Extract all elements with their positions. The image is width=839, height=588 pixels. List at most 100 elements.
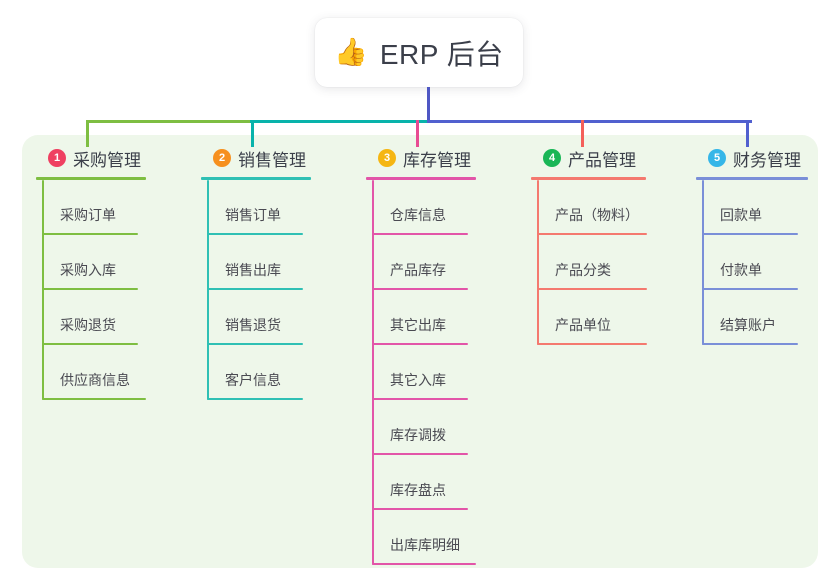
leaf-rule bbox=[42, 343, 138, 345]
leaf-label: 付款单 bbox=[720, 262, 762, 278]
branch-badge-4: 4 bbox=[543, 149, 561, 167]
branch-label-3: 库存管理 bbox=[403, 150, 471, 170]
leaf-item[interactable]: 客户信息 bbox=[207, 345, 361, 400]
branch-drop-3 bbox=[416, 120, 419, 147]
leaf-item[interactable]: 供应商信息 bbox=[42, 345, 196, 400]
leaf-item[interactable]: 其它入库 bbox=[372, 345, 526, 400]
leaf-rule bbox=[537, 233, 647, 235]
branch-column-4: 4 产品管理产品（物料） 产品分类产品单位 bbox=[531, 145, 691, 345]
leaf-item[interactable]: 库存盘点 bbox=[372, 455, 526, 510]
branch-label-1: 采购管理 bbox=[73, 150, 141, 170]
branch-badge-1: 1 bbox=[48, 149, 66, 167]
leaf-item[interactable]: 库存调拨 bbox=[372, 400, 526, 455]
leaf-label: 客户信息 bbox=[225, 372, 281, 388]
leaf-list-5: 回款单付款单结算账户 bbox=[702, 180, 816, 345]
root-node[interactable]: 👍 ERP 后台 bbox=[315, 18, 523, 87]
leaf-item[interactable]: 结算账户 bbox=[702, 290, 816, 345]
leaf-rule bbox=[702, 288, 798, 290]
branch-label-4: 产品管理 bbox=[568, 150, 636, 170]
leaf-item[interactable]: 仓库信息 bbox=[372, 180, 526, 235]
branch-drop-5 bbox=[746, 120, 749, 147]
branch-drop-1 bbox=[86, 120, 89, 147]
leaf-label: 销售退货 bbox=[225, 317, 281, 333]
leaf-spine-3 bbox=[372, 180, 374, 565]
branch-badge-5: 5 bbox=[708, 149, 726, 167]
leaf-rule bbox=[702, 233, 798, 235]
leaf-label: 仓库信息 bbox=[390, 207, 446, 223]
leaf-item[interactable]: 采购退货 bbox=[42, 290, 196, 345]
leaf-item[interactable]: 产品库存 bbox=[372, 235, 526, 290]
leaf-label: 库存盘点 bbox=[390, 482, 446, 498]
leaf-item[interactable]: 采购订单 bbox=[42, 180, 196, 235]
branch-header-3[interactable]: 3 库存管理 bbox=[366, 145, 526, 171]
leaf-item[interactable]: 付款单 bbox=[702, 235, 816, 290]
branch-header-4[interactable]: 4 产品管理 bbox=[531, 145, 691, 171]
leaf-rule bbox=[372, 508, 468, 510]
branch-drop-4 bbox=[581, 120, 584, 147]
branch-header-2[interactable]: 2 销售管理 bbox=[201, 145, 361, 171]
leaf-rule bbox=[207, 288, 303, 290]
branch-header-5[interactable]: 5 财务管理 bbox=[696, 145, 816, 171]
branch-column-3: 3 库存管理仓库信息产品库存其它出库其它入库库存调拨库存盘点出库库明细 bbox=[366, 145, 526, 565]
leaf-rule bbox=[42, 398, 146, 400]
leaf-item[interactable]: 销售退货 bbox=[207, 290, 361, 345]
branches-panel bbox=[22, 135, 818, 568]
branch-header-1[interactable]: 1 采购管理 bbox=[36, 145, 196, 171]
thumbs-up-icon: 👍 bbox=[334, 37, 368, 67]
leaf-list-2: 销售订单销售出库销售退货客户信息 bbox=[207, 180, 361, 400]
leaf-label: 采购退货 bbox=[60, 317, 116, 333]
leaf-list-4: 产品（物料） 产品分类产品单位 bbox=[537, 180, 691, 345]
leaf-label: 结算账户 bbox=[720, 317, 776, 333]
leaf-item[interactable]: 出库库明细 bbox=[372, 510, 526, 565]
leaf-item[interactable]: 产品分类 bbox=[537, 235, 691, 290]
branch-label-2: 销售管理 bbox=[238, 150, 306, 170]
bar-green bbox=[86, 120, 251, 123]
leaf-item[interactable]: 产品（物料） bbox=[537, 180, 691, 235]
leaf-label: 其它出库 bbox=[390, 317, 446, 333]
leaf-spine-5 bbox=[702, 180, 704, 345]
leaf-label: 产品单位 bbox=[555, 317, 611, 333]
branch-badge-2: 2 bbox=[213, 149, 231, 167]
branch-rule-4 bbox=[531, 177, 646, 180]
branch-rule-2 bbox=[201, 177, 311, 180]
branch-column-1: 1 采购管理采购订单采购入库采购退货供应商信息 bbox=[36, 145, 196, 400]
leaf-label: 采购入库 bbox=[60, 262, 116, 278]
leaf-item[interactable]: 销售订单 bbox=[207, 180, 361, 235]
leaf-item[interactable]: 采购入库 bbox=[42, 235, 196, 290]
leaf-label: 产品（物料） bbox=[555, 207, 639, 223]
leaf-spine-4 bbox=[537, 180, 539, 345]
leaf-rule bbox=[537, 343, 647, 345]
leaf-label: 回款单 bbox=[720, 207, 762, 223]
branch-column-5: 5 财务管理回款单付款单结算账户 bbox=[696, 145, 816, 345]
root-title: ERP 后台 bbox=[379, 38, 504, 70]
leaf-label: 出库库明细 bbox=[390, 537, 460, 553]
leaf-rule bbox=[207, 233, 303, 235]
leaf-label: 采购订单 bbox=[60, 207, 116, 223]
leaf-rule bbox=[372, 343, 468, 345]
leaf-rule bbox=[372, 233, 468, 235]
leaf-label: 供应商信息 bbox=[60, 372, 130, 388]
leaf-spine-2 bbox=[207, 180, 209, 400]
leaf-label: 销售订单 bbox=[225, 207, 281, 223]
leaf-rule bbox=[372, 563, 476, 565]
leaf-label: 销售出库 bbox=[225, 262, 281, 278]
leaf-rule bbox=[207, 343, 303, 345]
branch-rule-1 bbox=[36, 177, 146, 180]
leaf-rule bbox=[372, 288, 468, 290]
leaf-label: 库存调拨 bbox=[390, 427, 446, 443]
branch-badge-3: 3 bbox=[378, 149, 396, 167]
branch-rule-3 bbox=[366, 177, 476, 180]
leaf-rule bbox=[372, 398, 468, 400]
leaf-item[interactable]: 销售出库 bbox=[207, 235, 361, 290]
leaf-item[interactable]: 回款单 bbox=[702, 180, 816, 235]
leaf-rule bbox=[702, 343, 798, 345]
bar-teal bbox=[250, 120, 428, 123]
trunk-connector bbox=[427, 87, 430, 123]
leaf-item[interactable]: 产品单位 bbox=[537, 290, 691, 345]
leaf-rule bbox=[42, 288, 138, 290]
leaf-item[interactable]: 其它出库 bbox=[372, 290, 526, 345]
leaf-label: 产品库存 bbox=[390, 262, 446, 278]
branch-label-5: 财务管理 bbox=[733, 150, 801, 170]
branch-column-2: 2 销售管理销售订单销售出库销售退货客户信息 bbox=[201, 145, 361, 400]
